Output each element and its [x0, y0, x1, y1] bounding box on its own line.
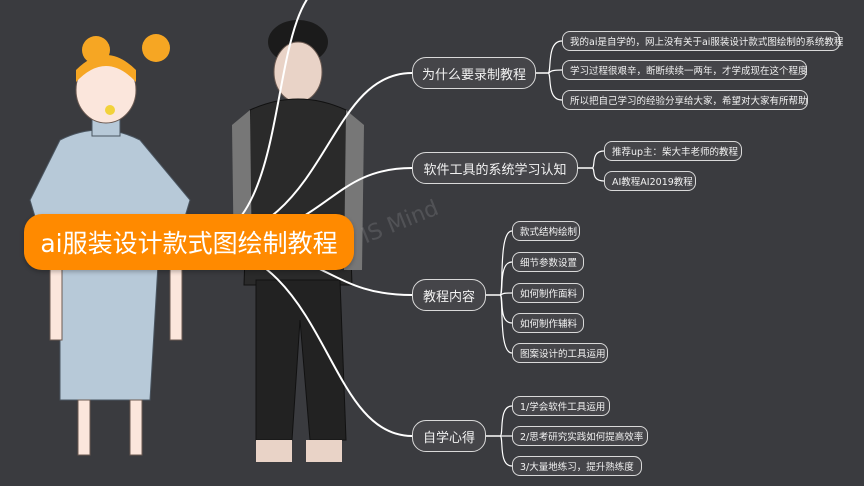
- connector-hub-leaf: [499, 261, 513, 296]
- connector-hub-leaf: [591, 150, 605, 169]
- branch-node[interactable]: 自学心得: [412, 420, 486, 452]
- leaf-node[interactable]: 我的ai是自学的，网上没有关于ai服装设计款式图绘制的系统教程: [562, 31, 843, 51]
- leaf-node[interactable]: 细节参数设置: [512, 252, 584, 272]
- leaf-node[interactable]: 图案设计的工具运用: [512, 343, 608, 363]
- connector-hub-leaf: [499, 292, 513, 296]
- connector-hub-leaf: [499, 294, 513, 354]
- connector-hub-leaf: [499, 435, 513, 467]
- leaf-node[interactable]: AI教程AI2019教程: [604, 171, 696, 191]
- branch-node[interactable]: 教程内容: [412, 279, 486, 311]
- leaf-node[interactable]: 2/思考研究实践如何提高效率: [512, 426, 648, 446]
- leaf-node[interactable]: 3/大量地练习，提升熟练度: [512, 456, 642, 476]
- connector-hub-leaf: [547, 40, 563, 74]
- connector-hub-leaf: [547, 69, 563, 74]
- connector-hub-leaf: [499, 405, 513, 437]
- root-title[interactable]: ai服装设计款式图绘制教程: [24, 214, 354, 270]
- connector-hub-leaf: [591, 167, 605, 182]
- leaf-node[interactable]: 推荐up主：柴大丰老师的教程: [604, 141, 742, 161]
- leaf-node[interactable]: 学习过程很艰辛，断断续续一两年，才学成现在这个程度: [562, 60, 808, 80]
- connector-hub-leaf: [547, 72, 563, 101]
- leaf-node[interactable]: 如何制作辅料: [512, 313, 584, 333]
- leaf-node[interactable]: 1/学会软件工具运用: [512, 396, 610, 416]
- branch-node[interactable]: 软件工具的系统学习认知: [412, 152, 578, 184]
- leaf-node[interactable]: 所以把自己学习的经验分享给大家，希望对大家有所帮助: [562, 90, 808, 110]
- leaf-node[interactable]: 款式结构绘制: [512, 221, 580, 241]
- branch-node[interactable]: 为什么要录制教程: [412, 57, 536, 89]
- leaf-node[interactable]: 如何制作面料: [512, 283, 584, 303]
